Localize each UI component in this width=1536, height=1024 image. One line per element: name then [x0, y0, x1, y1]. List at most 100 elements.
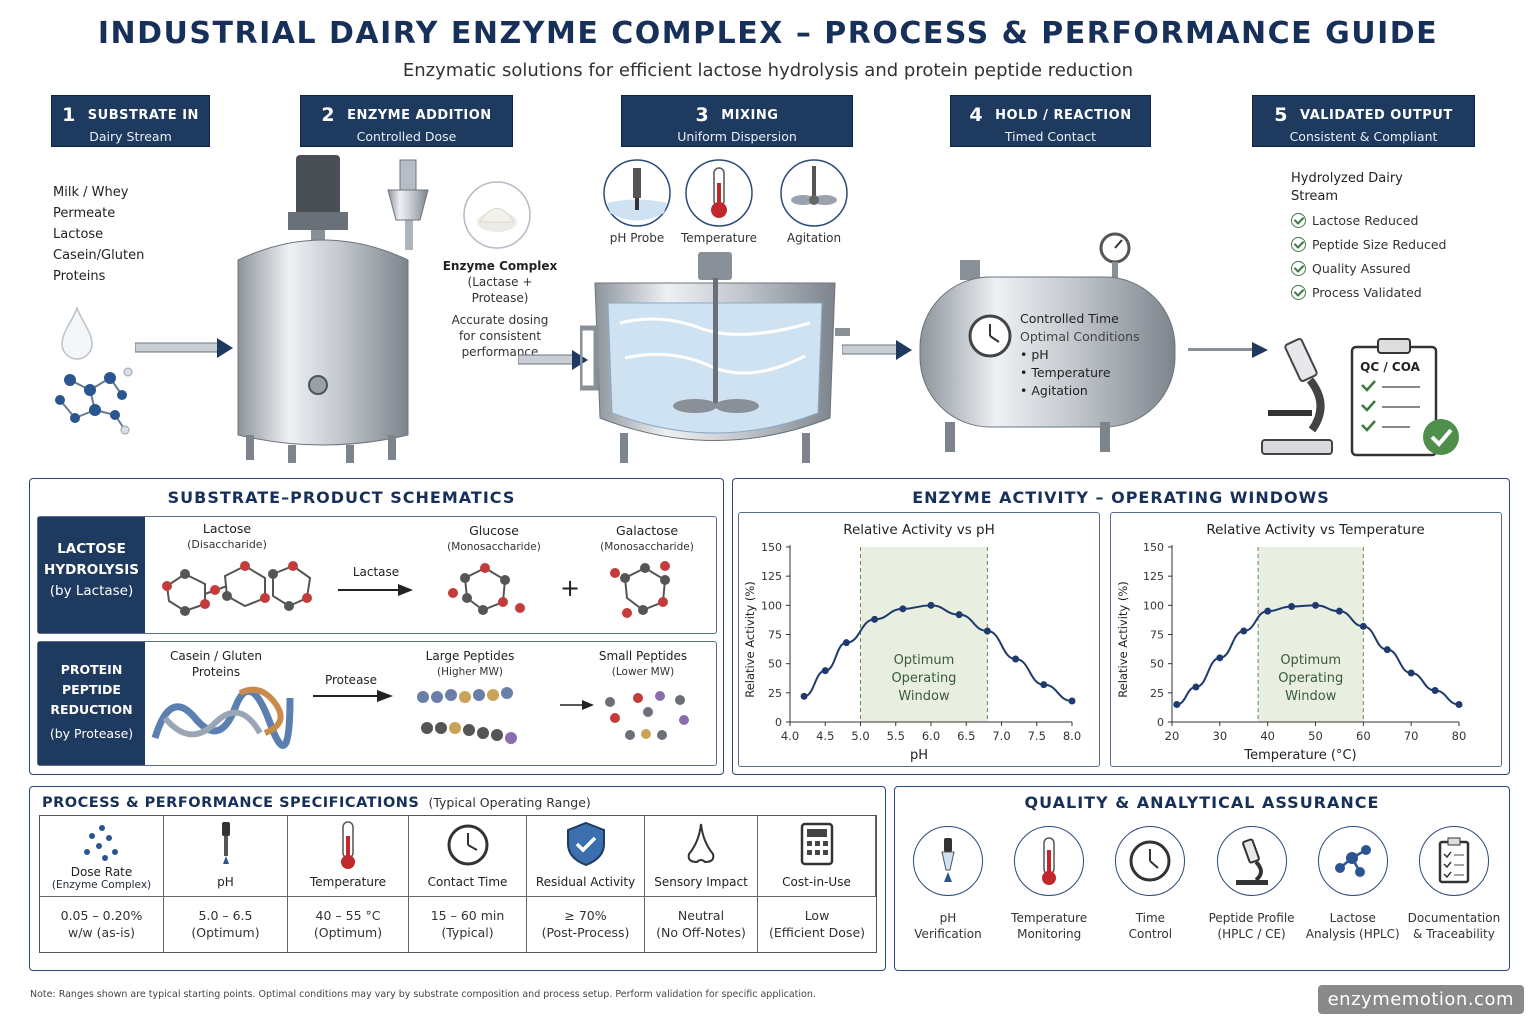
output-checklist: Lactose Reduced Peptide Size Reduced Qua…	[1291, 208, 1447, 304]
qc-coa-clipboard-icon	[1350, 338, 1459, 457]
optimum-label: Optimum	[1280, 653, 1341, 668]
x-axis-label: Temperature (°C)	[1243, 748, 1356, 763]
clock-icon	[1129, 840, 1171, 882]
lactose-row-label: LACTOSE HYDROLYSIS (by Lactase)	[38, 517, 145, 633]
x-tick-label: 50	[1308, 729, 1323, 743]
dropper-icon	[941, 838, 955, 882]
data-point	[1383, 646, 1391, 654]
lactase-arrow	[338, 584, 413, 596]
ph-probe-label: pH Probe	[609, 231, 665, 245]
protein-row-label: PROTEIN PEPTIDE REDUCTION (by Protease)	[38, 642, 145, 765]
x-tick-label: 20	[1165, 729, 1180, 743]
spec-ph-value: 5.0 – 6.5(Optimum)	[164, 896, 288, 952]
check-icon	[1291, 212, 1306, 228]
plus-sign: +	[560, 574, 581, 602]
flow-arrow-1	[135, 338, 233, 358]
spec-cost-header: Cost-in-Use	[758, 816, 876, 896]
spec-cost-value: Low(Efficient Dose)	[758, 896, 876, 952]
molecule-icon	[1334, 845, 1371, 877]
x-tick-label: 4.5	[816, 729, 834, 743]
optimum-label: Optimum	[894, 653, 955, 668]
chart-title: Relative Activity vs pH	[843, 522, 995, 538]
thermometer-icon	[1042, 837, 1057, 885]
x-tick-label: 6.5	[957, 729, 975, 743]
thermometer-icon	[685, 159, 753, 227]
check-icon	[1291, 284, 1306, 300]
y-tick-label: 0	[1157, 716, 1164, 729]
y-tick-label: 50	[1150, 658, 1164, 671]
spec-residual-activity-value: ≥ 70%(Post-Process)	[527, 896, 645, 952]
x-tick-label: 80	[1452, 729, 1467, 743]
milk-drop-molecule-icon	[55, 305, 133, 435]
protein-substrate-label: Casein / Gluten Proteins	[170, 649, 262, 679]
lactose-substrate-label: Lactose (Disaccharide)	[187, 521, 267, 551]
ph-probe-icon	[603, 159, 671, 227]
activity-heading: ENZYME ACTIVITY – OPERATING WINDOWS	[912, 488, 1330, 507]
substrate-list: Milk / Whey Permeate Lactose Casein/Glut…	[53, 185, 145, 284]
spec-dose-rate-header: Dose Rate (Enzyme Complex)	[40, 816, 164, 896]
data-point	[1012, 655, 1020, 663]
x-tick-label: 8.0	[1063, 729, 1081, 743]
agitator-icon	[780, 159, 848, 227]
spec-contact-time-value: 15 – 60 min(Typical)	[409, 896, 527, 952]
x-tick-label: 7.5	[1028, 729, 1046, 743]
optimum-label: Operating	[891, 671, 956, 686]
ph-chart-frame	[738, 512, 1100, 767]
data-point	[821, 667, 829, 675]
protein-ribbon-icon	[151, 686, 294, 749]
data-point	[927, 601, 935, 609]
data-point	[1455, 701, 1463, 708]
data-point	[1288, 603, 1296, 610]
data-point	[871, 615, 879, 623]
data-point	[1359, 622, 1367, 630]
data-point	[1173, 701, 1181, 708]
optimum-label: Operating	[1278, 671, 1343, 686]
glucose-label: Glucose (Monosaccharide)	[447, 523, 541, 553]
galactose-molecule-icon	[610, 561, 670, 618]
x-tick-label: 70	[1404, 729, 1419, 743]
ph-activity-chart: OptimumOperatingWindow02550751001251504.…	[743, 522, 1081, 763]
y-tick-label: 150	[761, 541, 782, 554]
spec-temperature-header: Temperature	[288, 816, 409, 896]
page-subtitle: Enzymatic solutions for efficient lactos…	[402, 60, 1134, 81]
dose-dots-icon	[83, 825, 118, 861]
specs-table: Dose Rate (Enzyme Complex) pH Temperatur…	[39, 815, 877, 953]
y-tick-label: 150	[1143, 541, 1164, 554]
spec-dose-rate-value: 0.05 – 0.20%w/w (as-is)	[40, 896, 164, 952]
y-tick-label: 50	[768, 658, 782, 671]
check-icon	[1291, 236, 1306, 252]
data-point	[1264, 607, 1272, 615]
data-point	[1216, 654, 1224, 662]
temperature-label: Temperature	[680, 231, 757, 245]
y-axis-label: Relative Activity (%)	[743, 581, 757, 698]
x-tick-label: 60	[1356, 729, 1371, 743]
temp-chart-frame	[1110, 512, 1502, 767]
x-tick-label: 7.0	[992, 729, 1010, 743]
optimum-window	[1258, 547, 1364, 722]
x-tick-label: 30	[1213, 729, 1228, 743]
spec-residual-activity-header: Residual Activity	[527, 816, 645, 896]
shield-check-icon	[566, 821, 605, 867]
data-point	[800, 692, 808, 700]
protease-arrow-label: Protease	[324, 673, 378, 687]
data-point	[955, 611, 963, 619]
qa-heading: QUALITY & ANALYTICAL ASSURANCE	[1024, 793, 1380, 812]
protein-row	[37, 641, 717, 766]
hold-tank-illustration	[919, 232, 1176, 452]
specs-panel	[29, 786, 886, 971]
data-point	[1407, 669, 1415, 677]
x-tick-label: 5.5	[887, 729, 905, 743]
spec-sensory-impact-value: Neutral(No Off-Notes)	[645, 896, 758, 952]
schematics-heading: SUBSTRATE–PRODUCT SCHEMATICS	[167, 488, 516, 507]
y-tick-label: 25	[1150, 687, 1164, 700]
microscope-icon	[1261, 338, 1333, 455]
data-point	[1431, 687, 1439, 694]
x-tick-label: 6.0	[922, 729, 940, 743]
lactase-arrow-label: Lactase	[352, 565, 400, 579]
x-axis-label: pH	[910, 748, 928, 763]
y-axis-label: Relative Activity (%)	[1116, 581, 1130, 698]
